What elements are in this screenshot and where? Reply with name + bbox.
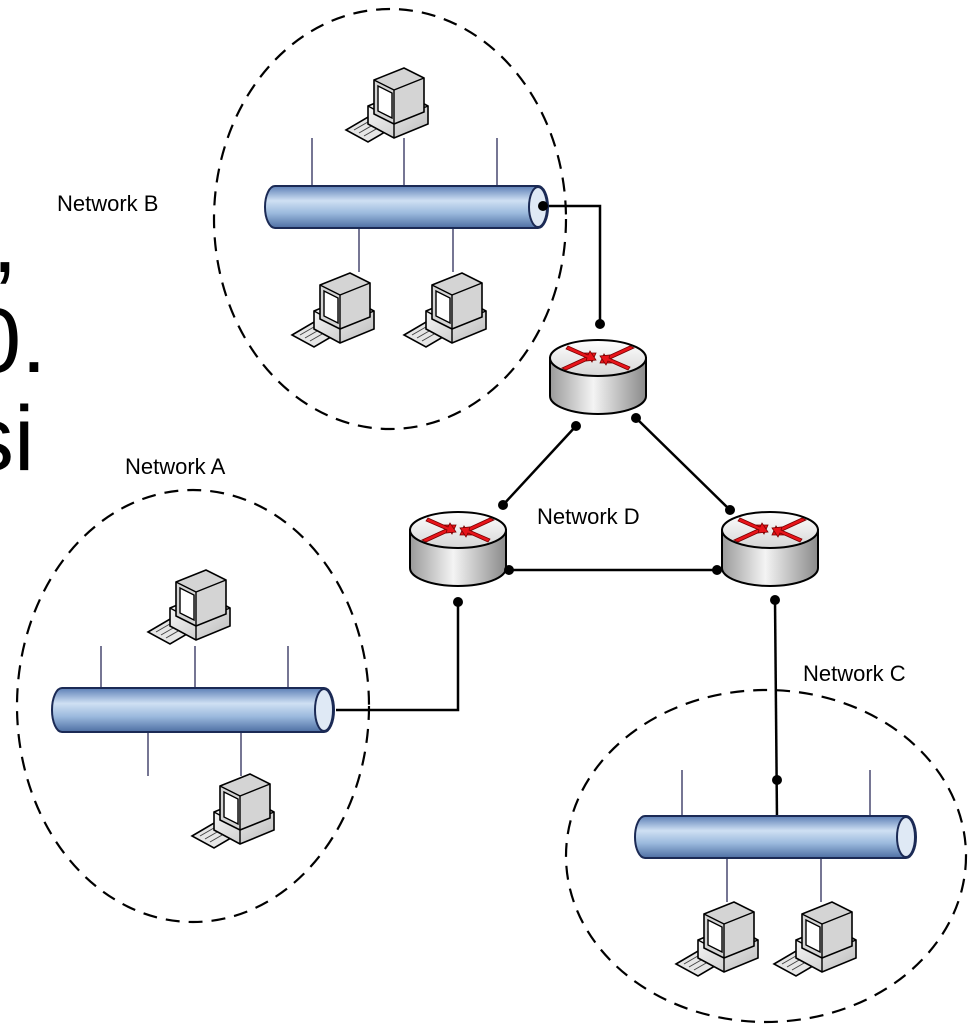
network-c-drops [681,770,871,902]
computer-icon [147,569,231,645]
connection-dot [631,413,641,423]
network-a-label: Network A [125,454,226,479]
router-icon [721,511,819,587]
computer-icon [291,272,375,348]
connection-dot [595,319,605,329]
connection-points [453,201,782,785]
connection-dot [498,500,508,510]
network-b-boundary [212,7,568,431]
background-text-fragments: , 0. si [0,190,47,490]
connection-dot [571,421,581,431]
router-icon [409,511,507,587]
network-a-drops [100,646,289,776]
link-router-top-left [502,425,577,506]
link-router-top-right [635,417,731,511]
computer-icon [191,773,275,849]
link-router-network-c [773,599,779,821]
network-bus-icon [264,185,549,229]
network-b-drops [311,138,498,272]
network-a-boundary [15,488,371,924]
network-b-label: Network B [57,191,158,216]
connection-dot [504,565,514,575]
connection-dot [453,597,463,607]
connection-dot [538,201,548,211]
text-fragment-comma: , [0,190,18,292]
network-bus-icon [634,815,917,859]
computer-icon [773,901,857,977]
network-d: Network D [409,339,819,587]
link-network-b-router [542,204,602,324]
network-c-label: Network C [803,661,906,686]
text-fragment-zero: 0. [0,290,47,392]
router-icon [549,339,647,415]
connection-dot [772,775,782,785]
link-router-network-a [336,602,460,712]
network-b: Network B [57,67,549,348]
network-bus-icon [51,687,335,733]
connection-dot [725,505,735,515]
network-links [336,204,779,821]
computer-icon [345,67,429,143]
connection-dot [770,595,780,605]
network-a: Network A [51,454,335,849]
network-c-boundary [564,688,968,1024]
computer-icon [675,901,759,977]
network-c: Network C [634,661,917,977]
connection-dot [712,565,722,575]
text-fragment-si: si [0,388,34,490]
network-d-label: Network D [537,504,640,529]
computer-icon [403,272,487,348]
